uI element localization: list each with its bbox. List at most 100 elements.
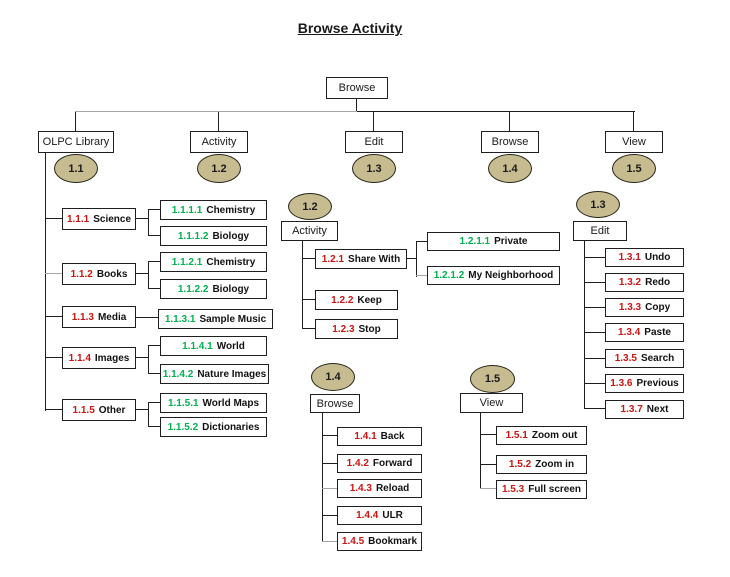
node-number: 1.2.1.1: [459, 236, 491, 247]
node-label: View: [479, 397, 504, 409]
node-label: Images: [94, 352, 130, 364]
node-number: 1.1.2.1: [171, 256, 203, 268]
branch-box-1-2: Activity: [190, 131, 248, 153]
node-label: Reload: [375, 483, 410, 494]
node-1-5-3: 1.5.3 Full screen: [496, 480, 587, 499]
node-1-3-1: 1.3.1 Undo: [605, 248, 684, 267]
connector-line: [480, 413, 482, 489]
branch-box-1-5: View: [605, 131, 663, 153]
node-1-1-1-2: 1.1.1.2 Biology: [160, 226, 267, 246]
connector-line: [148, 402, 150, 427]
branch-box-1-3: Edit: [345, 131, 403, 153]
node-label: ULR: [382, 510, 403, 521]
node-1-2-1-2: 1.2.1.2 My Neighborhood: [427, 266, 560, 285]
node-label: World: [216, 340, 245, 352]
connector-line: [45, 273, 62, 275]
section-header-1-2: Activity: [281, 221, 338, 241]
node-1-1-3-1: 1.1.3.1 Sample Music: [158, 309, 273, 329]
section-badge-1-5: 1.5: [470, 365, 515, 393]
node-1-3-2: 1.3.2 Redo: [605, 273, 684, 292]
node-1-1-5-1: 1.1.5.1 World Maps: [160, 393, 267, 413]
node-label: Redo: [645, 277, 671, 288]
node-label: Biology: [212, 230, 250, 242]
connector-line: [633, 112, 635, 131]
node-1-1-2: 1.1.2 Books: [62, 263, 136, 285]
connector-line: [416, 241, 418, 277]
section-badge-1-4: 1.4: [311, 363, 355, 391]
node-number: 1.3.3: [618, 302, 642, 313]
badge-number: 1.5: [484, 373, 501, 385]
node-label: Browse: [338, 82, 376, 94]
node-1-1-3: 1.1.3 Media: [62, 306, 136, 328]
node-number: 1.3.7: [620, 404, 643, 415]
node-label: Biology: [212, 283, 250, 295]
connector-line: [136, 218, 149, 220]
section-header-1-3: Edit: [573, 221, 627, 241]
section-header-1-5: View: [460, 393, 523, 413]
connector-line: [136, 357, 149, 359]
node-number: 1.3.4: [618, 327, 641, 338]
node-label: Chemistry: [206, 204, 256, 216]
connector-line: [75, 112, 77, 131]
connector-line: [148, 288, 160, 290]
connector-line: [136, 317, 158, 319]
node-label: Sample Music: [199, 313, 267, 325]
node-1-1-5: 1.1.5 Other: [62, 399, 136, 421]
connector-line: [584, 408, 605, 410]
node-label: Back: [380, 431, 405, 442]
node-number: 1.5.1: [505, 430, 528, 441]
node-label: My Neighborhood: [468, 270, 554, 281]
node-1-1-5-2: 1.1.5.2 Dictionaries: [160, 417, 267, 437]
connector-line: [148, 261, 160, 263]
connector-line: [356, 99, 358, 112]
node-label: Edit: [590, 225, 610, 237]
connector-line: [302, 328, 315, 330]
node-number: 1.1.3.1: [164, 313, 196, 325]
connector-line: [416, 275, 427, 277]
connector-line: [148, 373, 160, 375]
node-label: World Maps: [202, 397, 260, 409]
connector-line: [322, 515, 337, 517]
connector-line: [322, 413, 324, 542]
node-label: Activity: [292, 225, 327, 237]
node-1-4-3: 1.4.3 Reload: [337, 479, 422, 498]
connector-line: [584, 257, 605, 259]
node-number: 1.5.2: [508, 459, 532, 470]
connector-line: [148, 402, 160, 404]
node-number: 1.4.5: [341, 536, 365, 547]
node-1-5-1: 1.5.1 Zoom out: [496, 426, 587, 445]
connector-line: [136, 273, 149, 275]
connector-line: [416, 241, 427, 243]
connector-line: [584, 307, 605, 309]
node-label: Keep: [357, 294, 382, 306]
node-label: OLPC Library: [42, 136, 110, 148]
node-label: Science: [93, 213, 132, 225]
node-label: Copy: [645, 302, 671, 313]
node-label: Books: [96, 268, 128, 280]
node-number: 1.1.4.2: [162, 368, 194, 380]
node-1-4-4: 1.4.4 ULR: [337, 506, 422, 525]
node-label: Zoom out: [531, 430, 578, 441]
branch-badge-1-2: 1.2: [197, 154, 241, 183]
node-1-1-4: 1.1.4 Images: [62, 347, 136, 369]
connector-line: [302, 258, 315, 260]
badge-number: 1.3: [590, 198, 606, 211]
node-label: Edit: [364, 136, 384, 148]
connector-line: [148, 261, 150, 289]
branch-badge-1-4: 1.4: [488, 154, 532, 183]
connector-line: [322, 435, 337, 437]
connector-line: [148, 209, 160, 211]
node-number: 1.3.2: [618, 277, 642, 288]
connector-line: [218, 112, 220, 131]
node-number: 1.1.1.1: [171, 204, 203, 216]
node-label: Forward: [372, 458, 413, 469]
node-label: Other: [98, 404, 126, 416]
connector-line: [322, 541, 337, 543]
node-label: Browse: [316, 397, 354, 410]
connector-line: [322, 463, 337, 465]
node-label: Activity: [201, 136, 237, 148]
node-label: View: [622, 136, 646, 148]
connector-line: [136, 409, 149, 411]
node-1-3-5: 1.3.5 Search: [605, 349, 684, 368]
node-number: 1.2.1: [321, 253, 345, 265]
